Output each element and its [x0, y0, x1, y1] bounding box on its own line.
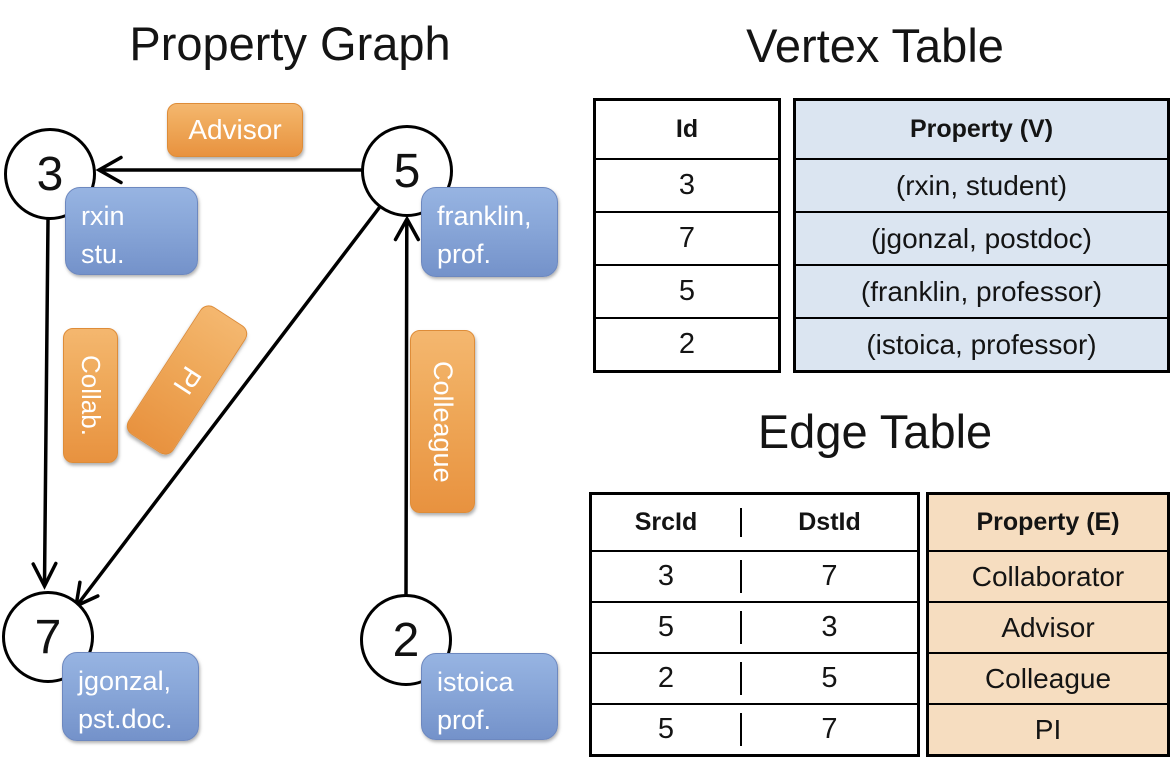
edge-table-id-row: 3 7 — [592, 550, 917, 601]
vertex-table-property-cell: (rxin, student) — [796, 158, 1167, 211]
vertex-property-line: prof. — [437, 705, 492, 735]
vertex-id-2: 2 — [392, 613, 420, 667]
edge-label-text: PI — [167, 360, 208, 400]
edge-table-id-row: 5 7 — [592, 703, 917, 754]
vertex-table-property-cell: (jgonzal, postdoc) — [796, 211, 1167, 264]
edge-line-collab — [31, 218, 58, 590]
vertex-id-5: 5 — [393, 144, 421, 198]
vertex-property-line: istoica — [437, 667, 514, 697]
edge-table-property-cell: Colleague — [929, 652, 1167, 703]
vertex-id-3: 3 — [36, 147, 64, 201]
vertex-property-box-5: franklin, prof. — [421, 187, 558, 277]
vertex-table-id-column: Id 3 7 5 2 — [593, 98, 781, 373]
edge-table-header-dstid: DstId — [798, 508, 861, 536]
edge-line-colleague — [393, 215, 421, 596]
vertex-table-id-cell: 5 — [596, 264, 778, 317]
vertex-table-property-cell: (franklin, professor) — [796, 264, 1167, 317]
edge-table-srcid-cell: 5 — [592, 713, 742, 746]
edge-line-advisor — [95, 155, 363, 185]
vertex-table-header-property: Property (V) — [909, 115, 1054, 143]
vertex-table-title: Vertex Table — [746, 19, 1004, 72]
edge-label-advisor: Advisor — [167, 103, 303, 157]
property-graph-title: Property Graph — [129, 17, 451, 70]
vertex-property-line: rxin — [81, 201, 125, 231]
vertex-property-line: prof. — [437, 239, 492, 269]
graph-edges-svg — [31, 155, 421, 609]
edge-table-dstid-cell: 7 — [821, 560, 838, 592]
vertex-property-line: franklin, — [437, 201, 532, 231]
vertex-node-2: 2 — [360, 594, 452, 686]
edge-table-header-row: SrcId DstId — [592, 495, 917, 550]
edge-table-header-srcid: SrcId — [592, 508, 742, 537]
vertex-property-box-7: jgonzal, pst.doc. — [62, 652, 199, 741]
edge-table-title: Edge Table — [757, 405, 993, 458]
vertex-table-id-cell: 3 — [596, 158, 778, 211]
vertex-property-box-3: rxin stu. — [65, 187, 198, 275]
edge-table-id-row: 5 3 — [592, 601, 917, 652]
edge-table-property-cell: Advisor — [929, 601, 1167, 652]
vertex-property-line: jgonzal, — [78, 666, 172, 696]
edge-table-property-column: Property (E) Collaborator Advisor Collea… — [926, 492, 1170, 757]
edge-table-id-columns: SrcId DstId 3 7 5 3 2 5 5 7 — [589, 492, 920, 757]
vertex-property-box-2: istoica prof. — [421, 653, 558, 740]
edge-table-srcid-cell: 5 — [592, 611, 742, 644]
edge-table-id-row: 2 5 — [592, 652, 917, 703]
vertex-property-line: stu. — [81, 239, 125, 269]
vertex-table-header-id: Id — [675, 115, 699, 143]
edge-table-dstid-cell: 3 — [821, 611, 838, 643]
vertex-table-id-cell: 7 — [596, 211, 778, 264]
vertex-id-7: 7 — [34, 610, 62, 664]
vertex-table-property-column: Property (V) (rxin, student) (jgonzal, p… — [793, 98, 1170, 373]
edge-table-header-property: Property (E) — [976, 508, 1120, 536]
edge-label-text: Collab. — [76, 355, 106, 436]
vertex-table-property-cell: (istoica, professor) — [796, 317, 1167, 370]
edge-table-srcid-cell: 2 — [592, 662, 742, 695]
edge-label-text: Advisor — [188, 114, 282, 145]
edge-table-property-cell: PI — [929, 703, 1167, 754]
edge-table-dstid-cell: 5 — [821, 662, 838, 694]
edge-label-text: Colleague — [428, 360, 458, 483]
edge-table-dstid-cell: 7 — [821, 713, 838, 745]
vertex-property-line: pst.doc. — [78, 704, 173, 734]
edge-table-property-cell: Collaborator — [929, 550, 1167, 601]
vertex-table-id-cell: 2 — [596, 317, 778, 370]
edge-label-colleague: Colleague — [410, 330, 475, 513]
edge-table-srcid-cell: 3 — [592, 560, 742, 593]
edge-label-collab: Collab. — [63, 328, 118, 463]
